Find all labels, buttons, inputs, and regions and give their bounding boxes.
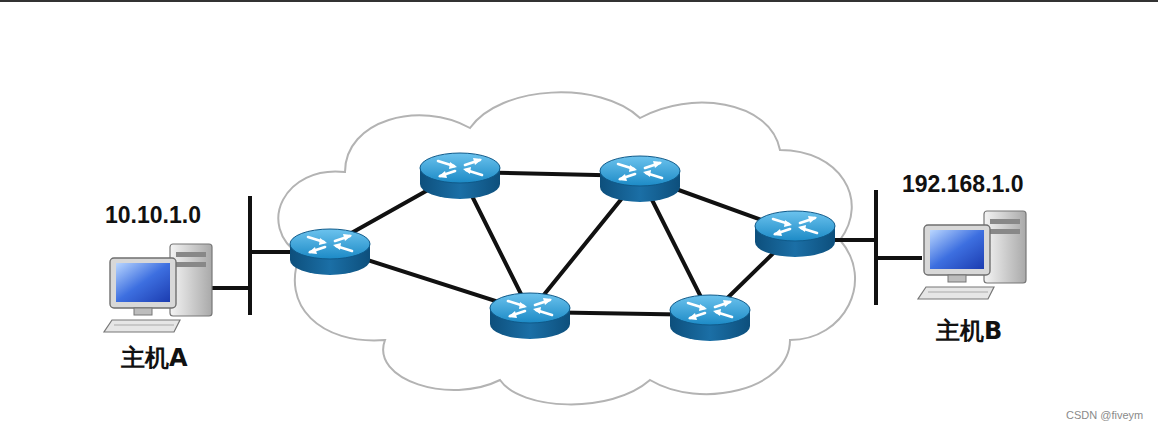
host-label: 主机B [936,318,1002,344]
network-address: 192.168.1.0 [902,172,1024,197]
watermark: CSDN @fiveym [1066,409,1143,421]
network-address: 10.10.1.0 [105,203,201,228]
host-label: 主机A [121,345,188,371]
